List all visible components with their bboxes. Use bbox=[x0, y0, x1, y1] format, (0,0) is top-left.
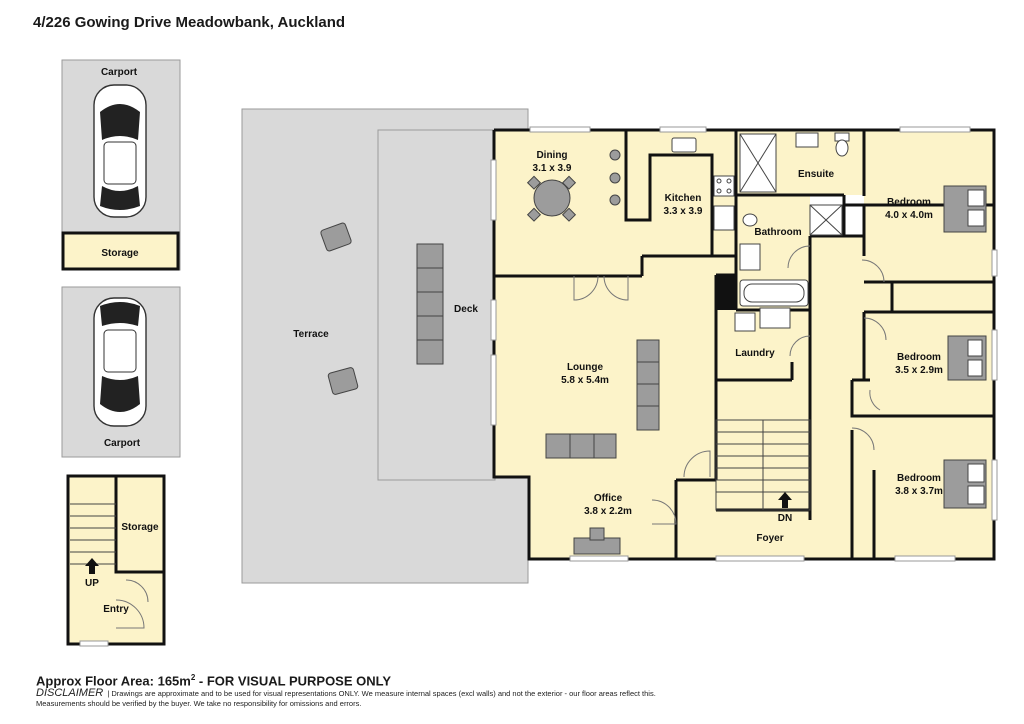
bathtub-icon bbox=[739, 279, 809, 307]
laundry-label: Laundry bbox=[735, 348, 775, 359]
deck-sofa-icon bbox=[416, 243, 444, 365]
bed-icon bbox=[943, 459, 987, 509]
car-bottom-icon bbox=[93, 297, 147, 427]
office-desk-icon bbox=[573, 527, 621, 555]
office-size: 3.8 x 2.2m bbox=[584, 506, 632, 517]
disclaimer-line-2: Measurements should be verified by the b… bbox=[36, 699, 362, 708]
dining-label: Dining bbox=[536, 150, 567, 161]
ensuite-shower-icon bbox=[739, 133, 777, 193]
kitchen-cooktop-icon bbox=[713, 175, 735, 197]
floor-area-note: Approx Floor Area: 165m2 - FOR VISUAL PU… bbox=[36, 673, 391, 688]
bathroom-toilet-icon bbox=[742, 213, 758, 227]
bathroom-vanity-icon bbox=[739, 243, 761, 271]
deck-label: Deck bbox=[454, 304, 478, 315]
bed-icon bbox=[947, 335, 987, 381]
ensuite-basin-icon bbox=[795, 132, 819, 148]
plan-title: 4/226 Gowing Drive Meadowbank, Auckland bbox=[33, 14, 346, 31]
kitchen-label: Kitchen bbox=[665, 193, 702, 204]
floor-area-label: Approx Floor Area: 165m bbox=[36, 673, 191, 689]
kitchen-fridge-icon bbox=[713, 205, 735, 231]
floor-area-superscript: 2 bbox=[190, 673, 196, 682]
structural-column bbox=[716, 275, 736, 310]
bedroom3-size: 3.8 x 3.7m bbox=[895, 486, 943, 497]
car-top-icon bbox=[93, 84, 147, 218]
dn-label: DN bbox=[778, 513, 792, 524]
dining-size: 3.1 x 3.9 bbox=[533, 163, 572, 174]
ensuite-toilet-icon bbox=[834, 132, 850, 157]
ensuite-label: Ensuite bbox=[798, 169, 835, 180]
disclaimer-line-1: | Drawings are approximate and to be use… bbox=[107, 689, 656, 698]
lounge-sofa-icon bbox=[545, 433, 617, 459]
terrace-label: Terrace bbox=[293, 329, 329, 340]
storage-carport-label: Storage bbox=[101, 248, 139, 259]
bedroom2-label: Bedroom bbox=[897, 352, 941, 363]
dining-table-icon bbox=[526, 175, 577, 222]
kitchen-size: 3.3 x 3.9 bbox=[664, 206, 703, 217]
stairs-down-arrow-icon bbox=[778, 492, 792, 508]
disclaimer: DISCLAIMER | Drawings are approximate an… bbox=[36, 688, 996, 709]
bedroom1-size: 4.0 x 4.0m bbox=[885, 210, 933, 221]
laundry-tub-icon bbox=[734, 312, 756, 332]
carport-bottom-label: Carport bbox=[104, 438, 141, 449]
up-label: UP bbox=[85, 578, 99, 589]
lower-stairs-icon bbox=[70, 503, 116, 565]
lounge-label: Lounge bbox=[567, 362, 604, 373]
bedroom2-size: 3.5 x 2.9m bbox=[895, 365, 943, 376]
stairs-up-arrow-icon bbox=[85, 558, 99, 574]
bed-icon bbox=[943, 185, 987, 233]
windows bbox=[79, 126, 998, 647]
entry-label: Entry bbox=[103, 604, 129, 615]
kitchen-sink-icon bbox=[671, 137, 697, 153]
disclaimer-heading: DISCLAIMER bbox=[36, 687, 104, 699]
carport-top-label: Carport bbox=[101, 67, 138, 78]
stairs-icon bbox=[715, 419, 811, 511]
doors bbox=[115, 245, 887, 629]
bathroom-label: Bathroom bbox=[754, 227, 801, 238]
lounge-sofa-icon bbox=[636, 339, 660, 431]
storage-lower-label: Storage bbox=[121, 522, 159, 533]
bedroom1-label: Bedroom bbox=[887, 197, 931, 208]
bedroom3-label: Bedroom bbox=[897, 473, 941, 484]
floor-area-suffix: - FOR VISUAL PURPOSE ONLY bbox=[195, 673, 392, 689]
office-label: Office bbox=[594, 493, 623, 504]
lounge-size: 5.8 x 5.4m bbox=[561, 375, 609, 386]
foyer-label: Foyer bbox=[756, 533, 783, 544]
laundry-washer-icon bbox=[759, 307, 791, 329]
bar-stools-icon bbox=[609, 149, 621, 206]
bathroom-shower-icon bbox=[809, 204, 843, 236]
